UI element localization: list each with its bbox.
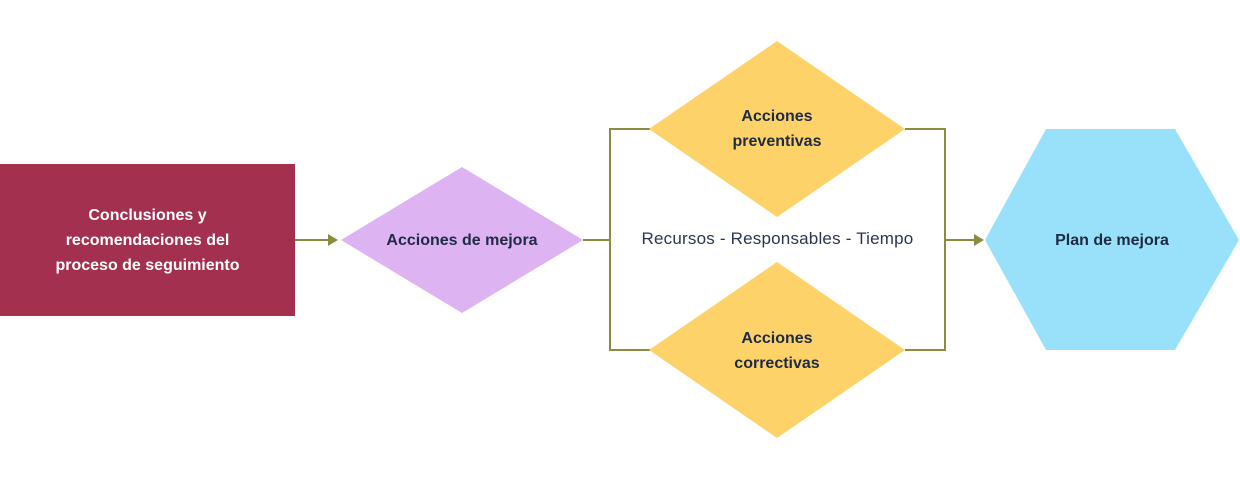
corrective-actions-line-2: correctivas (734, 355, 820, 372)
preventive-actions-diamond (649, 41, 905, 217)
preventive-actions-line-1: Acciones (741, 108, 813, 125)
resources-caption: Recursos - Responsables - Tiempo (612, 222, 943, 254)
improvement-plan-text: Plan de mejora (1055, 231, 1169, 249)
arrowhead-to-improvement-plan (974, 234, 984, 246)
improvement-plan-hexagon (985, 129, 1239, 350)
resources-caption-text: Recursos - Responsables - Tiempo (641, 228, 914, 248)
preventive-actions-line-2: preventivas (732, 133, 822, 150)
improvement-actions-label: Acciones de mejora (341, 215, 583, 265)
conclusions-line-2: recomendaciones del (65, 231, 230, 249)
arrowhead-to-improvement-actions (328, 234, 338, 246)
conclusions-line-3: proceso de seguimiento (55, 256, 240, 274)
conclusions-line-1: Conclusiones y (88, 206, 207, 224)
conclusions-box (0, 164, 295, 316)
corrective-actions-diamond (649, 262, 905, 438)
improvement-actions-text: Acciones de mejora (386, 231, 538, 249)
preventive-actions-label: Acciones preventivas (649, 99, 905, 159)
improvement-actions-diamond (341, 167, 583, 313)
conclusions-label: Conclusiones y recomendaciones del proce… (0, 164, 295, 316)
corrective-actions-line-1: Acciones (741, 330, 813, 347)
corrective-actions-label: Acciones correctivas (649, 321, 905, 381)
improvement-plan-label: Plan de mejora (985, 215, 1239, 265)
